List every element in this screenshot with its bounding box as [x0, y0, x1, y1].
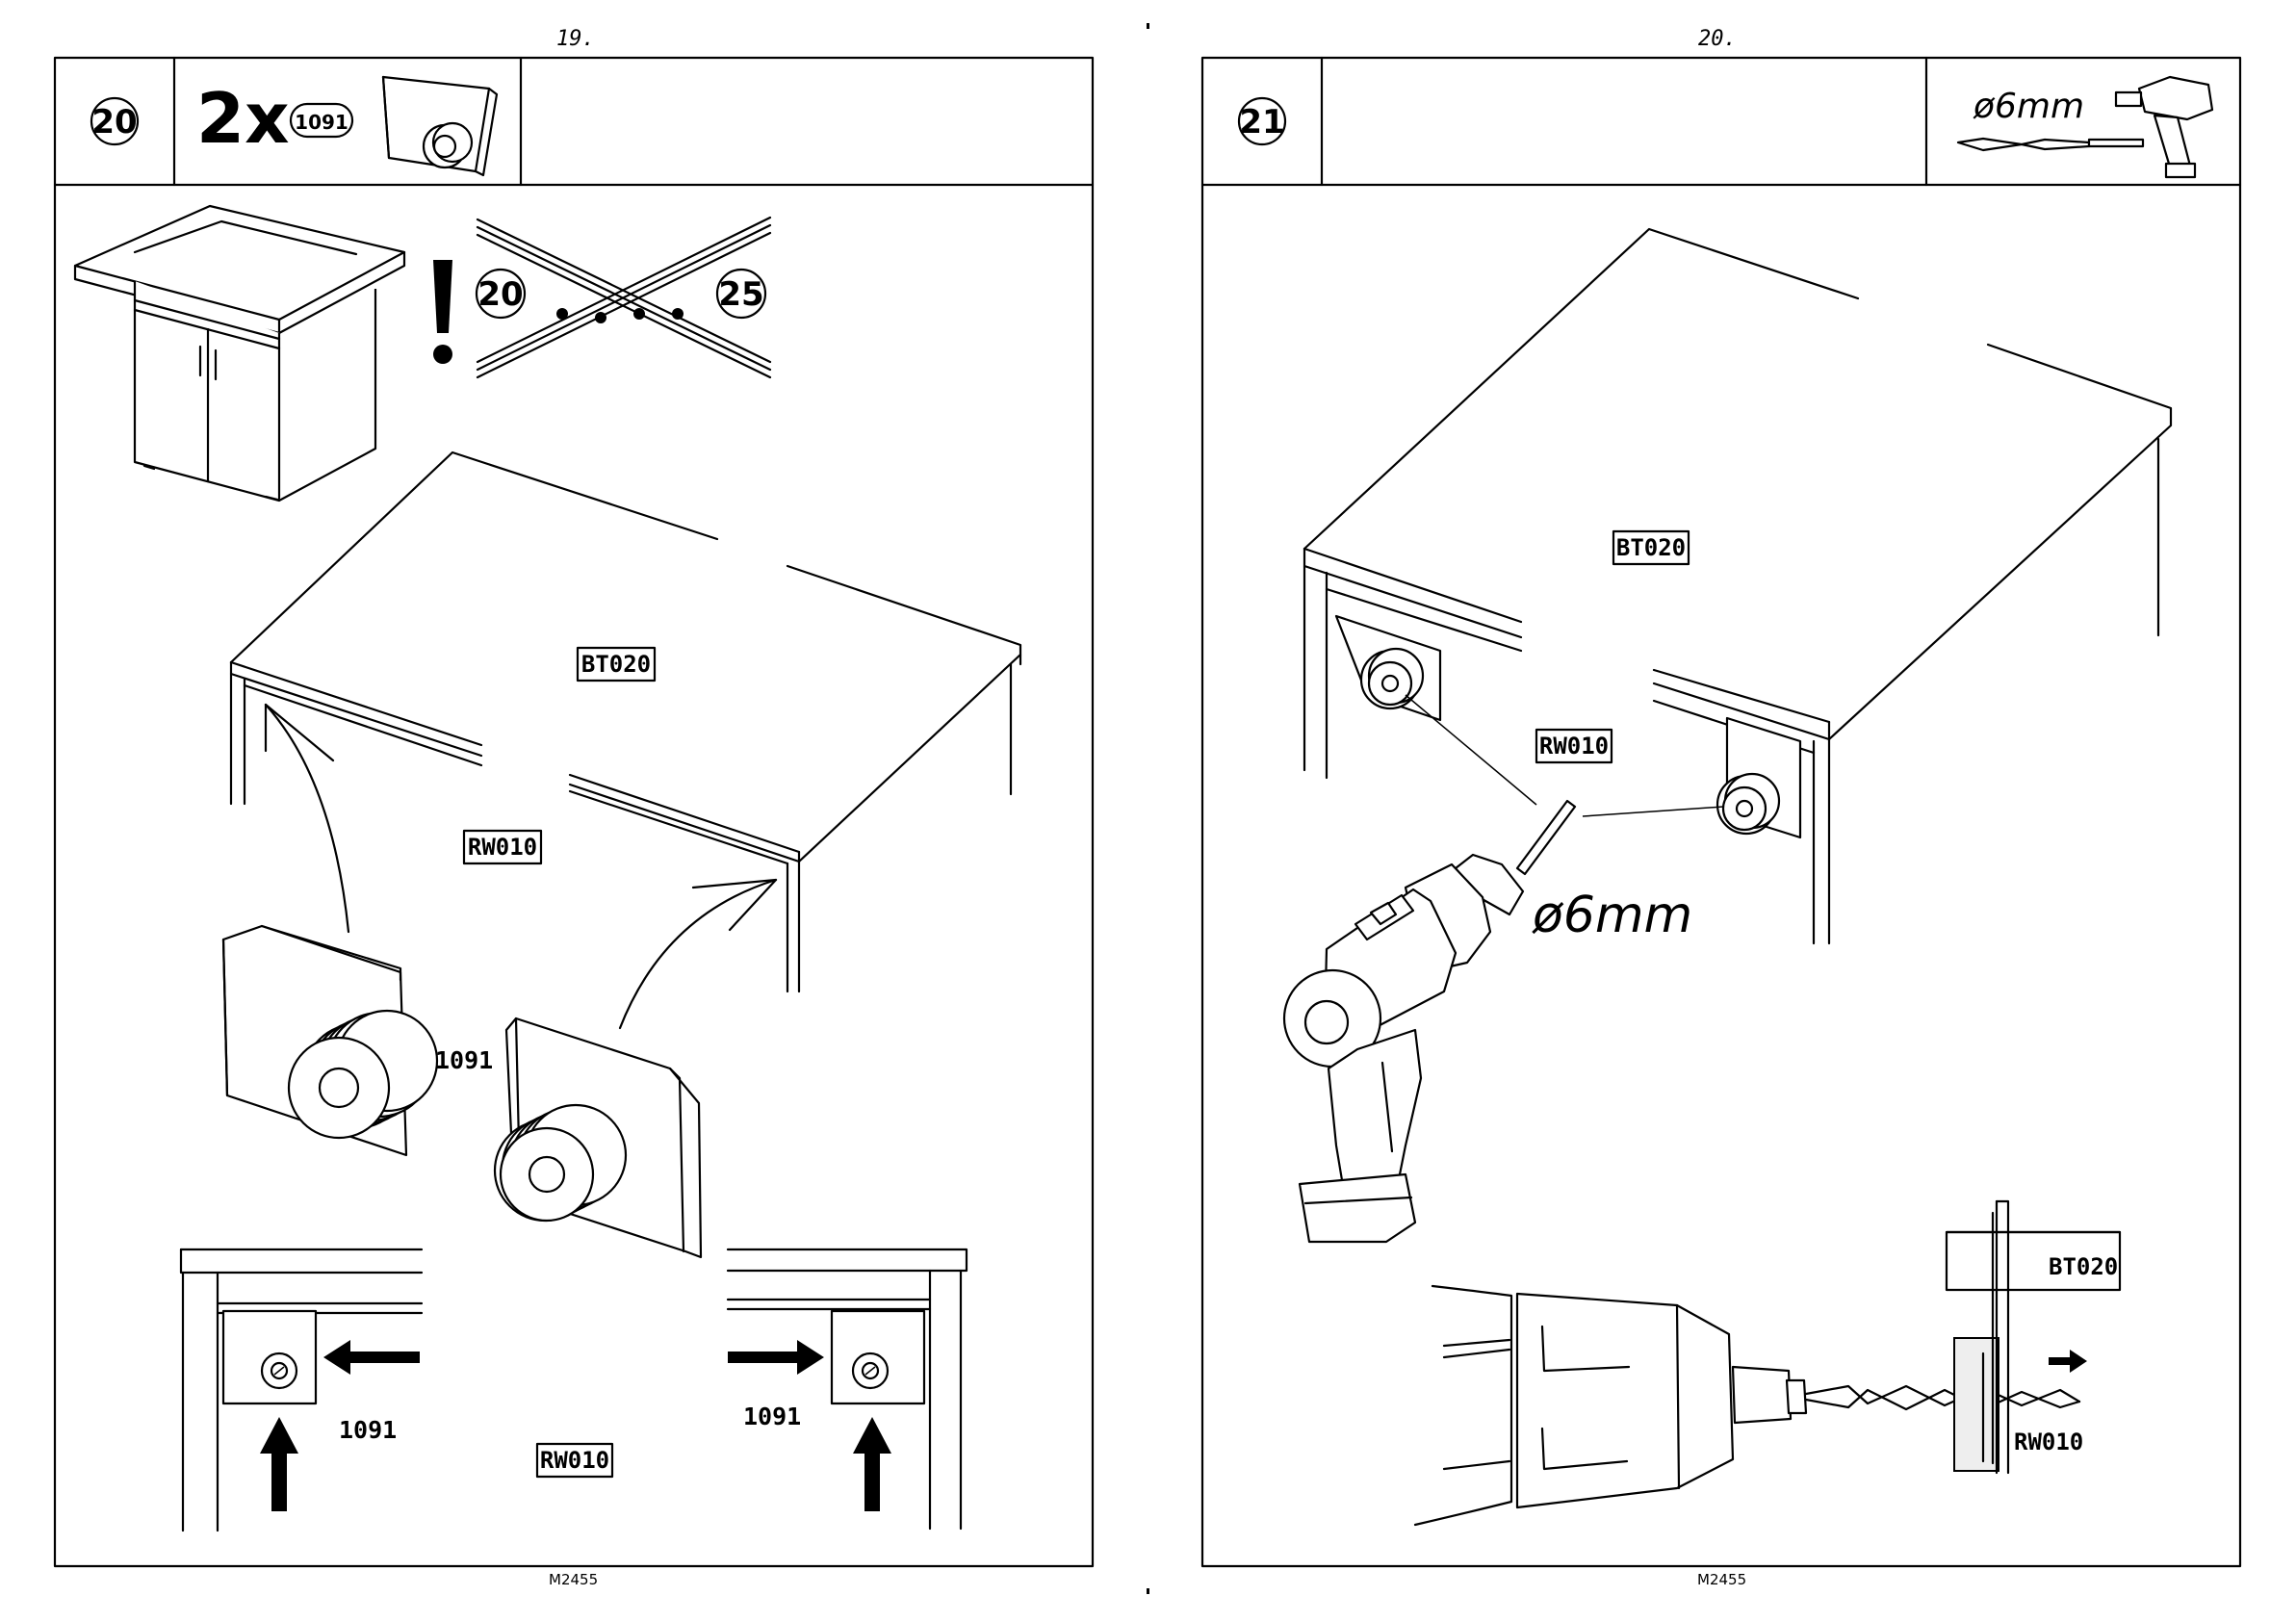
crossed-out-icon: 20 25: [477, 218, 770, 377]
label-rw010-right: RW010: [1536, 730, 1612, 762]
step-number: 20: [91, 103, 137, 142]
label-rw010: RW010: [464, 831, 541, 863]
step-number-badge-21: 21: [1239, 98, 1285, 144]
detail-rw010-label: RW010: [2014, 1429, 2083, 1455]
step-number-badge: 20: [91, 98, 138, 144]
detail-right-part-label: 1091: [743, 1403, 801, 1430]
warning-from-step: 20: [477, 275, 523, 314]
drill-detail: [1415, 1201, 2120, 1525]
corner-fitting-left: [223, 926, 437, 1155]
table-drawing: [231, 452, 1020, 991]
warning-to-step: 25: [718, 275, 763, 314]
label-bt020: BT020: [578, 648, 655, 681]
svg-text:RW010: RW010: [540, 1447, 609, 1474]
corner-fitting-right: [495, 1018, 701, 1257]
step-number: 21: [1239, 103, 1284, 142]
drill-bit-icon: [1958, 139, 2143, 150]
part-number: 1091: [295, 111, 348, 134]
table-drawing-right: [1304, 229, 2171, 943]
label-bt020-right: BT020: [1613, 531, 1689, 564]
svg-text:RW010: RW010: [468, 834, 537, 861]
svg-text:BT020: BT020: [1616, 534, 1686, 561]
detail-label-rw010: RW010: [537, 1444, 612, 1477]
cordless-drill-illustration: [1284, 801, 1575, 1242]
svg-text:RW010: RW010: [1539, 733, 1609, 760]
detail-left-part-label: 1091: [339, 1416, 397, 1444]
quantity-text: 2x: [196, 78, 290, 159]
detail-right-corner: [728, 1249, 967, 1529]
drill-size-main: ø6mm: [1532, 887, 1692, 944]
part-label-1091: 1091: [435, 1046, 493, 1074]
warning-icon: [433, 260, 452, 364]
changing-table-illustration: [75, 206, 404, 501]
cordless-drill-icon: [2116, 77, 2212, 177]
detail-left-corner: [181, 1249, 422, 1531]
svg-text:BT020: BT020: [581, 651, 651, 678]
drill-size-header: ø6mm: [1973, 87, 2084, 126]
part-number-badge: 1091: [291, 104, 352, 137]
detail-bt020-label: BT020: [2049, 1253, 2118, 1280]
fitting-icon: [383, 77, 497, 175]
